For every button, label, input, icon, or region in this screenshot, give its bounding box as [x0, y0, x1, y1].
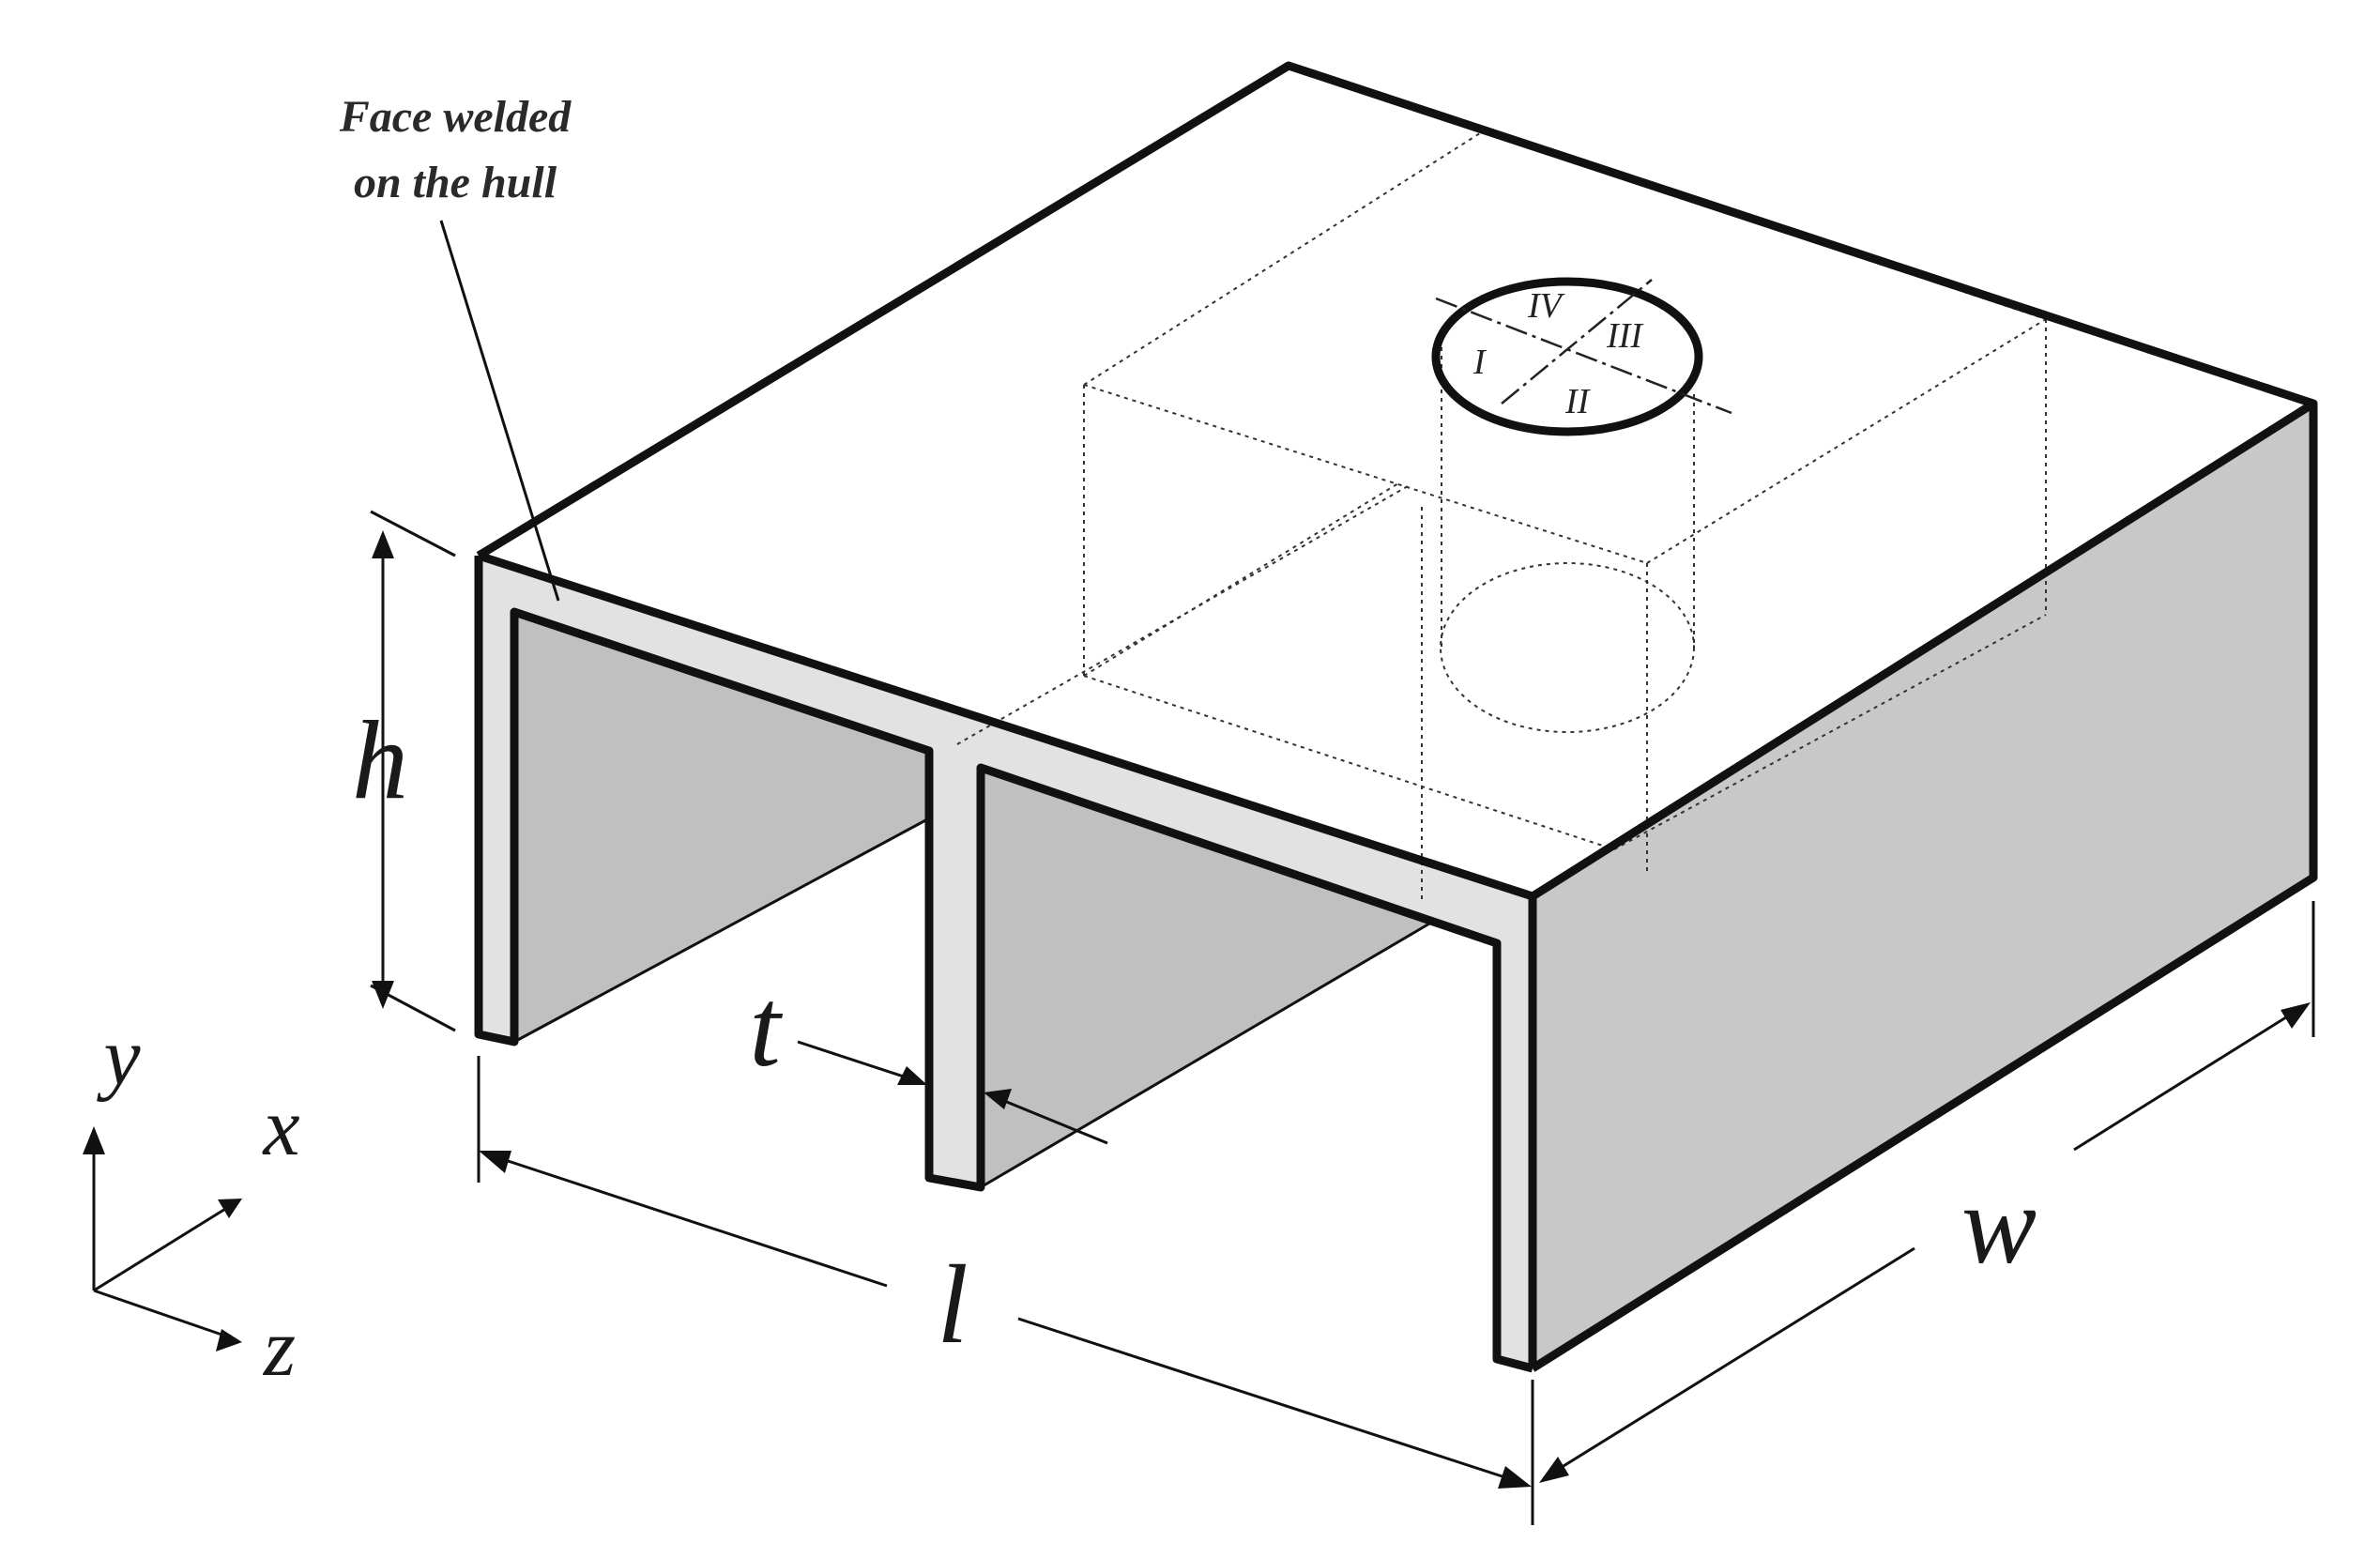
- dimension-w: [1539, 901, 2315, 1483]
- inner-face-right: [981, 768, 1502, 1187]
- dimension-label-l: l: [937, 1242, 968, 1367]
- quadrant-label-ii: II: [1564, 382, 1592, 421]
- dimension-h: [370, 510, 456, 1032]
- axis-label-z: z: [263, 1303, 296, 1394]
- axes-triad: [83, 1126, 242, 1352]
- dimension-label-h: h: [352, 697, 408, 822]
- callout-leader: [439, 220, 560, 602]
- top-ellipse-quadrants: [1431, 277, 1732, 436]
- axis-label-y: y: [96, 1012, 141, 1103]
- outline-edges: [474, 61, 2318, 1373]
- dimension-l: [477, 1056, 1534, 1525]
- quadrant-label-iv: IV: [1527, 286, 1565, 326]
- callout-line-1: Face welded: [339, 92, 572, 142]
- quadrant-label-iii: III: [1606, 316, 1644, 356]
- dimension-label-t: t: [749, 965, 783, 1090]
- callout-line-2: on the hull: [354, 158, 557, 207]
- dimension-label-w: w: [1961, 1162, 2037, 1287]
- dimension-t: [797, 1040, 1108, 1145]
- axis-label-x: x: [261, 1082, 299, 1173]
- right-side-face: [1533, 404, 2313, 1368]
- quadrant-label-i: I: [1472, 343, 1488, 382]
- hidden-lines: [956, 130, 2047, 901]
